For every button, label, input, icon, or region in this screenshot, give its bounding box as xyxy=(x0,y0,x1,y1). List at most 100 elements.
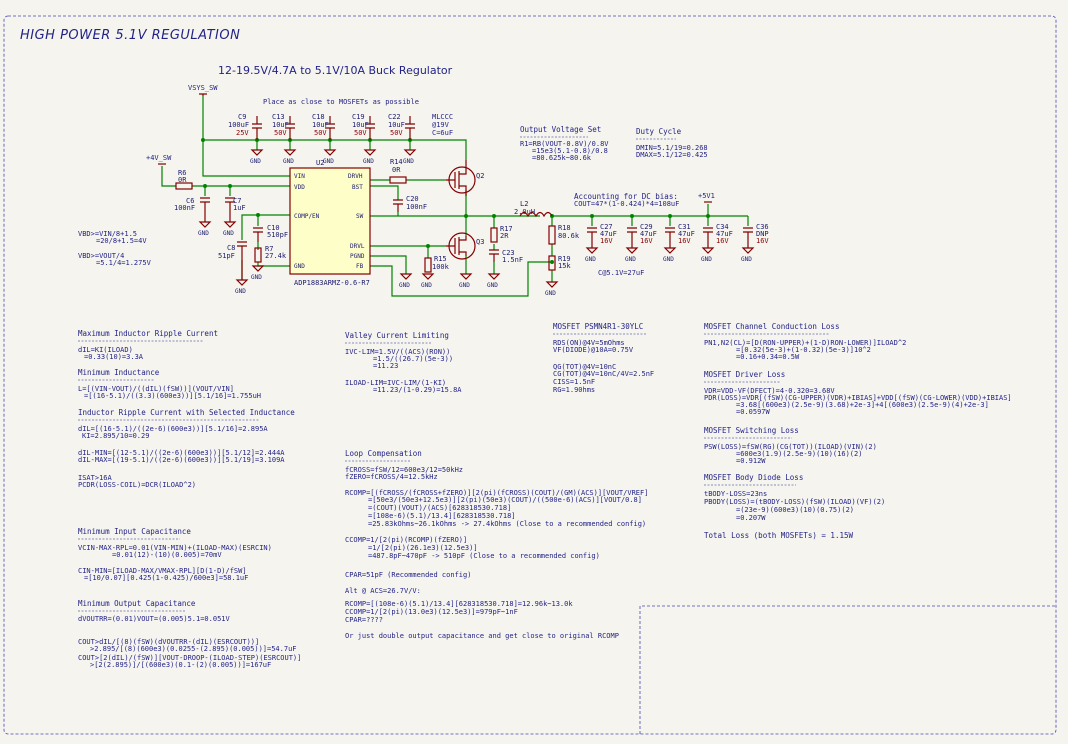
loop-comp-line-12: Alt @ ACS=26.7V/V: xyxy=(345,587,421,595)
valley-current-line-3: =11.23 xyxy=(373,362,398,370)
output-voltage-line-3: =80.625k~80.6k xyxy=(532,154,592,162)
mosfet-specs: MOSFET PSMN4R1-30YLC RDS(ON)@4V=5mOhms V… xyxy=(553,322,654,394)
net-label-5v1: +5V1 xyxy=(698,192,715,200)
mosfet-line-5: CISS=1.5nF xyxy=(553,378,595,386)
output-voltage-heading: Output Voltage Set xyxy=(520,125,601,134)
loop-comp-heading: Loop Compensation xyxy=(345,449,422,458)
u2-pin-fb: FB xyxy=(356,263,364,270)
c27-ref: C27 xyxy=(600,223,613,231)
r17-ref: R17 xyxy=(500,225,513,233)
loop-comp-line-6: =[108e-6)(5.1)/13.4][628318530.718] xyxy=(368,512,516,520)
mlccc-note: MLCCC xyxy=(432,113,453,121)
min-inductance-line-1: L=[(VIN-VOUT)/((dIL)(fSW))](VOUT/VIN] xyxy=(78,385,234,393)
net-label-vsys: VSYS_SW xyxy=(188,84,218,92)
duty-cycle-line-2: DMAX=5.1/12=0.425 xyxy=(636,151,708,159)
min-output-cap-line-2: COUT>dIL/[(8)(fSW)(dVOUTRR-(dIL)(ESRCOUT… xyxy=(78,638,259,646)
loss-calculations: MOSFET Channel Conduction Loss PN1,N2(CL… xyxy=(704,322,1012,540)
l2-ref: L2 xyxy=(520,200,528,208)
c13-voltage: 50V xyxy=(274,129,287,137)
c31-ref: C31 xyxy=(678,223,691,231)
u2-pin-compen: COMP/EN xyxy=(294,213,320,220)
r7-ref: R7 xyxy=(265,245,273,253)
r18-ref: R18 xyxy=(558,224,571,232)
loop-comp-line-10: =487.8pF~470pF -> 510pF (Close to a reco… xyxy=(368,552,600,560)
min-output-cap-line-5: >[2(2.895)]/[(600e3)(0.1-(2)(0.005))]=16… xyxy=(90,661,271,669)
min-output-cap-heading: Minimum Output Capacitance xyxy=(78,599,196,608)
c9-voltage: 25V xyxy=(236,129,249,137)
input-capacitors xyxy=(252,116,415,140)
dc-bias-line-1: COUT=47*(1-0.424)*4=108uF xyxy=(574,200,679,208)
min-input-cap-line-3: CIN-MIN=[ILOAD-MAX/VMAX-RPL][D(1-D)/fSW] xyxy=(78,567,247,575)
c22-ref: C22 xyxy=(388,113,401,121)
c22-voltage: 50V xyxy=(390,129,403,137)
c31-voltage: 16V xyxy=(678,237,691,245)
c18-ref: C18 xyxy=(312,113,325,121)
c29-value: 47uF xyxy=(640,230,657,238)
r19-value: 15k xyxy=(558,262,571,270)
c8-value: 51pF xyxy=(218,252,235,260)
duty-cycle-heading: Duty Cycle xyxy=(636,127,682,136)
selected-inductance-line-4: dIL-MAX=[(19-5.1)/((2e-6)(600e3))][5.1/1… xyxy=(78,456,285,464)
placement-note: Place as close to MOSFETs as possible xyxy=(263,98,419,106)
c10-ref: C10 xyxy=(267,224,280,232)
gnd-label: GND xyxy=(399,282,410,289)
u2-ref: U2 xyxy=(316,159,324,167)
gnd-label: GND xyxy=(585,256,596,263)
min-input-cap-line-2: =0.01(12)-(10)(0.005)=70mV xyxy=(112,551,222,559)
r15-ref: R15 xyxy=(434,255,447,263)
loop-comp-line-1: fCROSS=fSW/12=600e3/12=50kHz xyxy=(345,466,463,474)
gnd-label: GND xyxy=(363,158,374,165)
selected-inductance-line-5: ISAT>16A xyxy=(78,474,113,482)
loop-comp-line-5: =(COUT)(VOUT)/(ACS)[628318530.718] xyxy=(368,504,511,512)
mosfet-heading: MOSFET PSMN4R1-30YLC xyxy=(553,322,643,331)
gnd-label: GND xyxy=(250,158,261,165)
duty-cycle-block: Duty Cycle DMIN=5.1/19=0.268 DMAX=5.1/12… xyxy=(636,127,708,159)
loop-comp-line-9: =1/[2(pi)(26.1e3)(12.5e3)] xyxy=(368,544,478,552)
switching-loss-heading: MOSFET Switching Loss xyxy=(704,426,799,435)
c18-value: 10uF xyxy=(312,121,329,129)
u2-pin-drvh: DRVH xyxy=(348,173,363,180)
c8-ref: C8 xyxy=(227,244,235,252)
c7-value: 1uF xyxy=(233,204,246,212)
q3-ref: Q3 xyxy=(476,238,484,246)
gnd-label: GND xyxy=(625,256,636,263)
vbd-line-2: =20/8+1.5=4V xyxy=(96,237,147,245)
net-label-4v: +4V_SW xyxy=(146,154,172,162)
body-diode-heading: MOSFET Body Diode Loss xyxy=(704,473,803,482)
c9-ref: C9 xyxy=(238,113,246,121)
c19-ref: C19 xyxy=(352,113,365,121)
c23-value: 1.5nF xyxy=(502,256,523,264)
vdd-network: R6 0R C6 100nF C7 1uF xyxy=(174,169,246,222)
input-cap-labels: C9 100uF 25V C13 10uF 50V C18 10uF 50V C… xyxy=(228,98,453,137)
driver-loss-line-3: =3.68[(600e3)(2.5e-9)(3.68)+2e-3]+4[(600… xyxy=(736,401,989,409)
mosfet-line-2: VF(DIODE)@10A=0.75V xyxy=(553,346,634,354)
output-voltage-line-1: R1=RB(VOUT-0.8V)/0.8V xyxy=(520,140,609,148)
vbd-line-3: VBD>=VOUT/4 xyxy=(78,252,124,260)
ripple-line-2: =0.33(10)=3.3A xyxy=(84,353,144,361)
r14-value: 0R xyxy=(392,166,401,174)
min-output-cap-line-4: COUT>[2(dIL)/(fSW)][VOUT-DROOP-(ILOAD-ST… xyxy=(78,654,301,662)
loop-comp-line-8: CCOMP=1/[2(pi)(RCOMP)(fZERO)] xyxy=(345,536,467,544)
gnd-label: GND xyxy=(741,256,752,263)
mosfet-line-4: CG(TOT)@4V=10nC/4V=2.5nF xyxy=(553,370,654,378)
inductor-calculations: Maximum Inductor Ripple Current dIL=KI(I… xyxy=(78,329,301,669)
body-diode-line-2: PBODY(LOSS)=(tBODY-LOSS)(fSW)(ILOAD)(VF)… xyxy=(704,498,885,506)
output-stage: L2 2.0uH R18 80.6k R19 15k C27 47uF 16V … xyxy=(514,200,769,277)
loop-comp-line-3: RCOMP=[(fCROSS/(fCROSS+fZERO)][2(pi)(fCR… xyxy=(345,489,648,497)
u2-pin-gnd: GND xyxy=(294,263,305,270)
gnd-label: GND xyxy=(323,158,334,165)
u2-pin-drvl: DRVL xyxy=(350,243,365,250)
c29-voltage: 16V xyxy=(640,237,653,245)
loop-comp-line-16: Or just double output capacitance and ge… xyxy=(345,632,619,640)
min-input-cap-heading: Minimum Input Capacitance xyxy=(78,527,191,536)
valley-current-line-1: IVC-LIM=1.5V/((ACS)(RON)) xyxy=(345,348,450,356)
r15-value: 100k xyxy=(432,263,450,271)
driver-loss-heading: MOSFET Driver Loss xyxy=(704,370,785,379)
r19-ref: R19 xyxy=(558,255,571,263)
selected-inductance-line-1: dIL=[(16-5.1)/((2e-6)(600e3))][5.1/16]=2… xyxy=(78,425,268,433)
r7-value: 27.4k xyxy=(265,252,287,260)
gnd-label: GND xyxy=(198,230,209,237)
ground-symbols xyxy=(198,149,755,288)
c18-voltage: 50V xyxy=(314,129,327,137)
driver-loss-line-4: =0.0597W xyxy=(736,408,771,416)
